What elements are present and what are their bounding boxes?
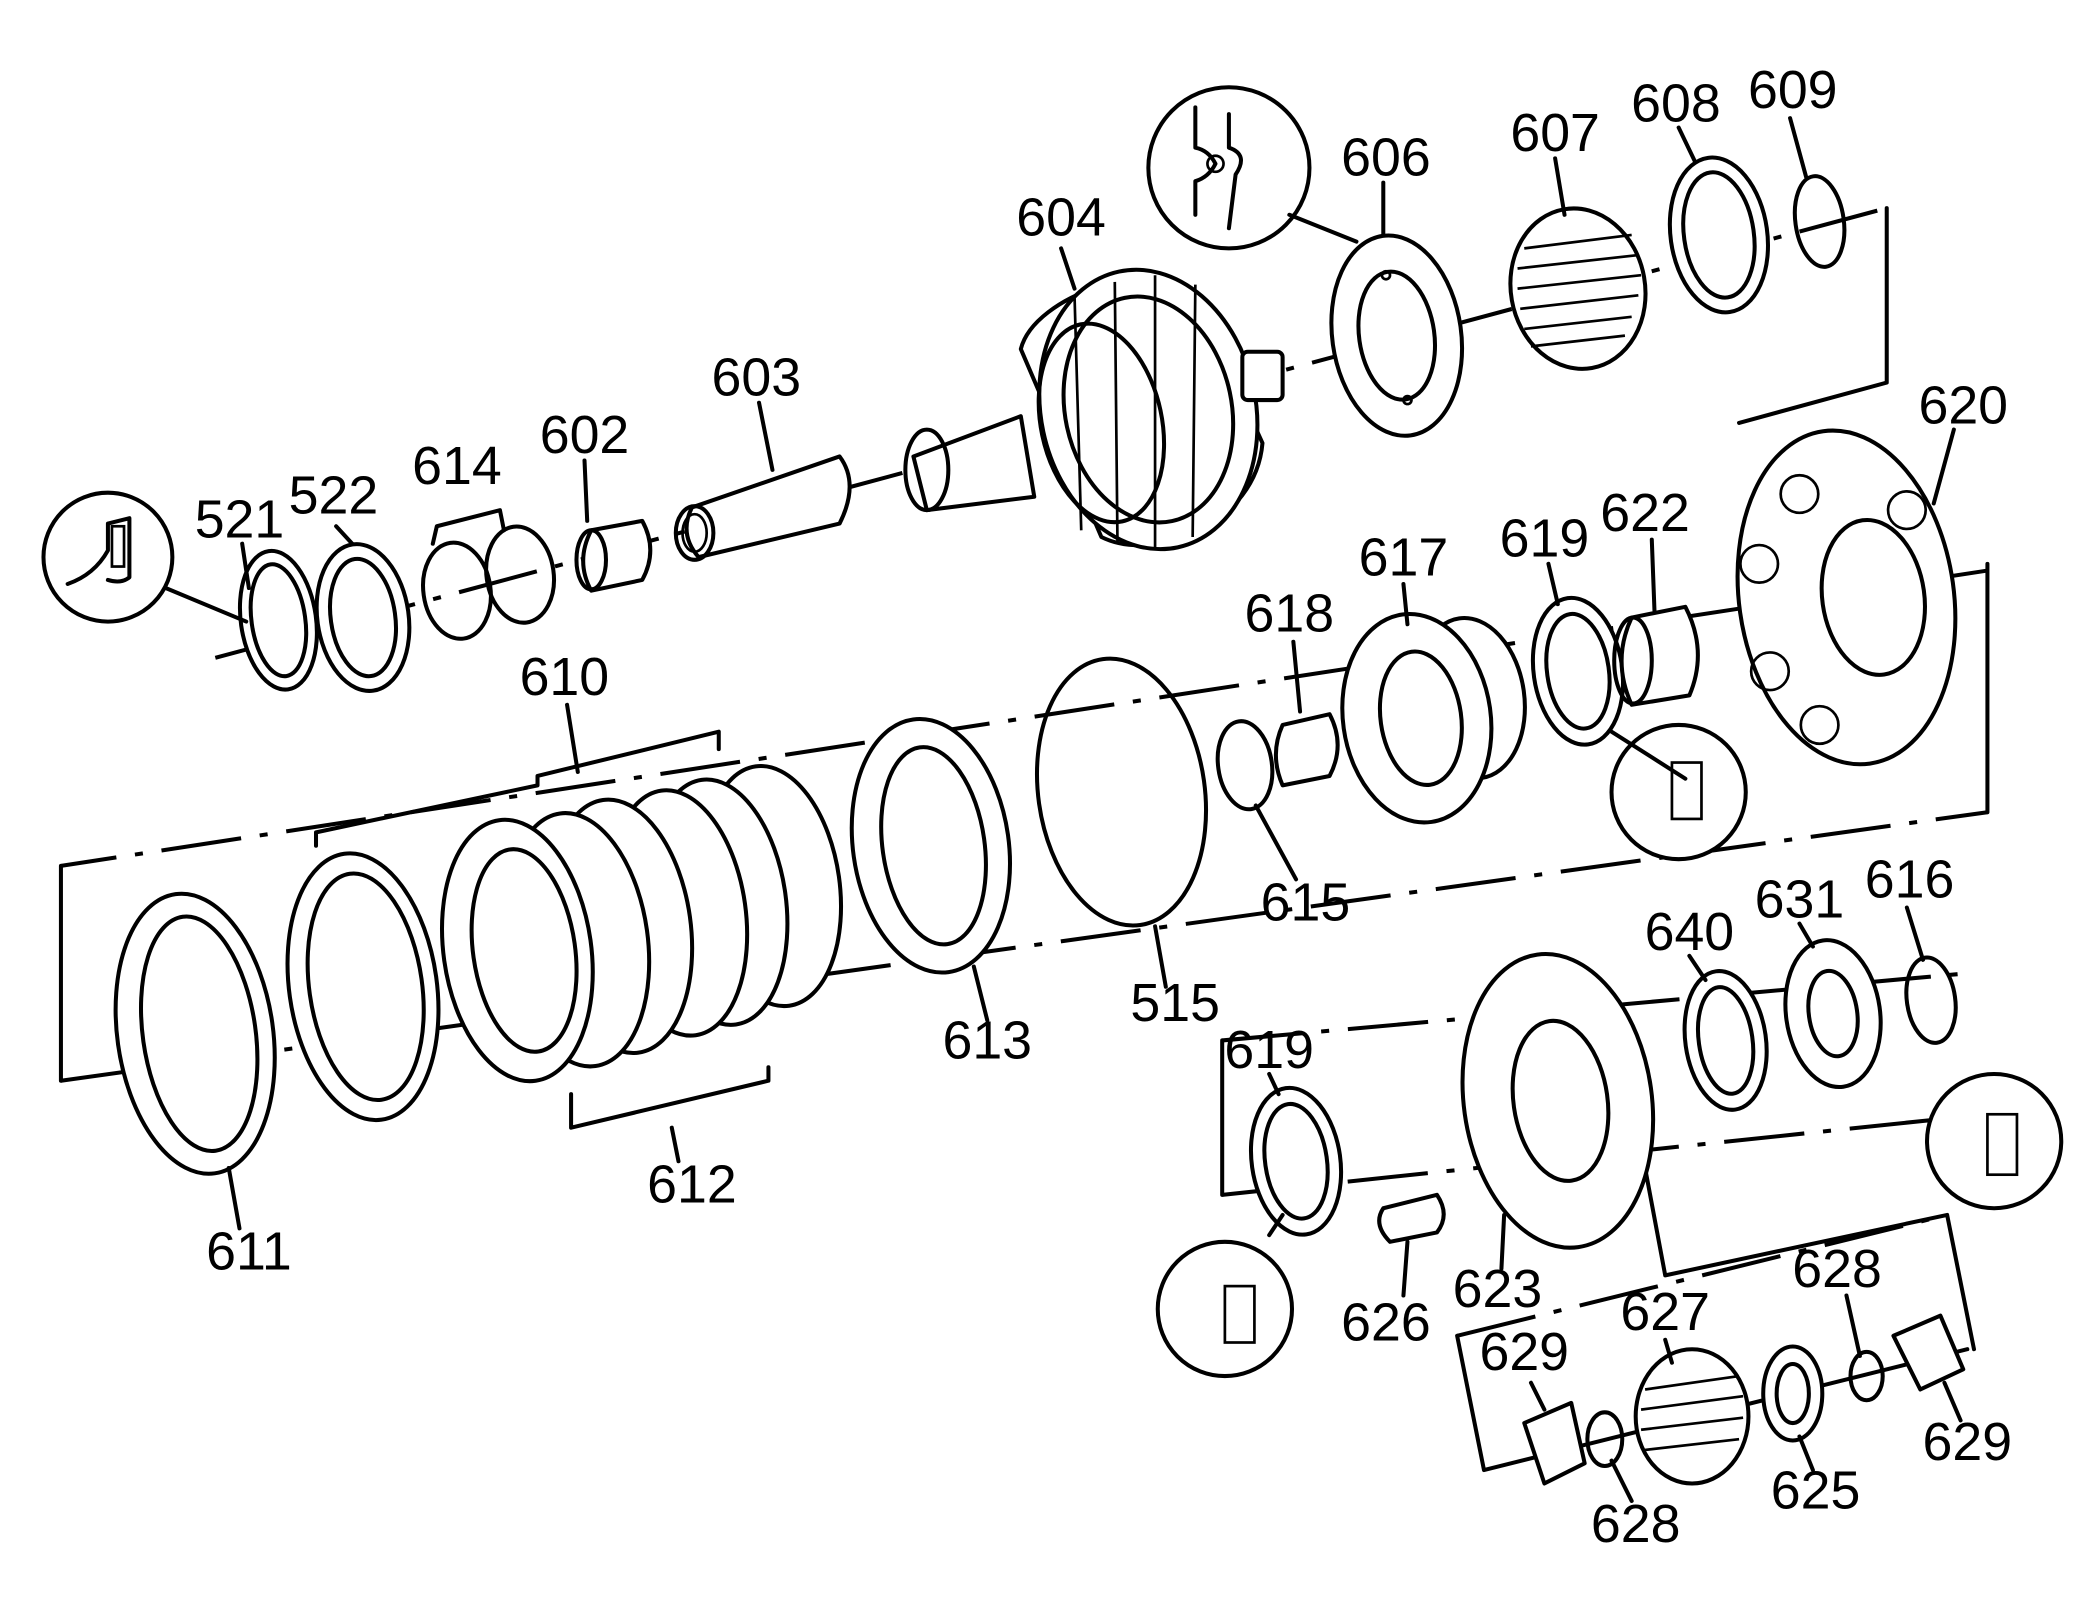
label-628-right: 628 [1792,1239,1882,1299]
part-609-snap-ring [1792,174,1847,269]
label-603: 603 [712,347,802,407]
part-619-bearing-lower [1248,1085,1344,1237]
part-640-bearing [1682,969,1769,1112]
part-608-washer [1667,155,1771,315]
part-515-snap-ring [1034,656,1209,928]
label-629-left: 629 [1479,1322,1569,1382]
part-615-ring [1215,719,1275,812]
label-613: 613 [942,1011,1032,1071]
seal-detail-icon [1924,1071,2064,1211]
label-625: 625 [1771,1460,1861,1520]
part-626-pin [1377,1192,1446,1244]
seal-detail-icon [1155,1212,1295,1379]
part-628-washer-left [1585,1410,1625,1469]
label-614: 614 [412,436,502,496]
label-619-lower: 619 [1224,1020,1314,1080]
label-522: 522 [289,466,379,526]
part-603-sleeve [673,454,852,562]
part-622-bushing [1612,604,1700,707]
label-628-left: 628 [1591,1494,1681,1554]
label-612: 612 [647,1154,737,1214]
callout-labels: 521 522 614 602 603 604 606 607 608 609 … [195,60,2012,1554]
label-602: 602 [540,405,630,465]
part-631-gear [1783,938,1883,1090]
seal-detail-icon [41,490,249,624]
seal-detail-icon [1609,722,1748,862]
part-611-clutch-plate [113,891,277,1176]
part-628-washer-right [1848,1349,1885,1403]
label-615: 615 [1261,872,1351,932]
label-627: 627 [1620,1282,1710,1342]
label-609: 609 [1748,60,1838,120]
part-522-washer [314,542,412,693]
label-606: 606 [1341,127,1431,187]
part-613-backing-plate [849,717,1013,975]
label-515: 515 [1130,973,1220,1033]
label-626: 626 [1341,1293,1431,1353]
label-616: 616 [1865,850,1955,910]
label-622: 622 [1600,483,1690,543]
label-629-right: 629 [1922,1412,2012,1472]
part-623-carrier [1460,952,1656,1250]
label-619-upper: 619 [1500,509,1590,569]
label-631: 631 [1755,870,1845,930]
leader-lines [226,116,1963,1503]
part-618-bushing [1273,712,1340,788]
label-617: 617 [1359,527,1449,587]
label-623: 623 [1453,1259,1543,1319]
part-617-gear [1340,612,1527,825]
label-620: 620 [1918,376,2008,436]
part-620-carrier-housing [1735,428,1958,767]
part-619-bearing-upper [1530,595,1626,747]
label-611: 611 [206,1221,292,1281]
label-521: 521 [195,490,285,550]
label-608: 608 [1631,74,1721,134]
part-614-rings [421,508,556,641]
part-616-snap-ring [1904,955,1958,1045]
label-640: 640 [1645,902,1735,962]
part-629-thrust-washer-left [1522,1400,1587,1486]
part-610-612-clutch-pack [313,729,844,1130]
label-618: 618 [1245,584,1335,644]
label-607: 607 [1510,103,1600,163]
part-627-needle-bearing [1633,1347,1751,1486]
part-604-input-drum [903,267,1285,552]
part-625-pinion-gear [1761,1344,1825,1443]
part-602-bushing [574,518,653,593]
part-610-steel-plate [285,851,441,1123]
part-607-spring-assembly [1508,206,1648,371]
spring-detail-icon [1146,85,1359,251]
label-604: 604 [1016,188,1106,248]
label-610: 610 [520,647,610,707]
part-629-thrust-washer-right [1891,1313,1966,1392]
part-606-piston [1329,233,1465,438]
